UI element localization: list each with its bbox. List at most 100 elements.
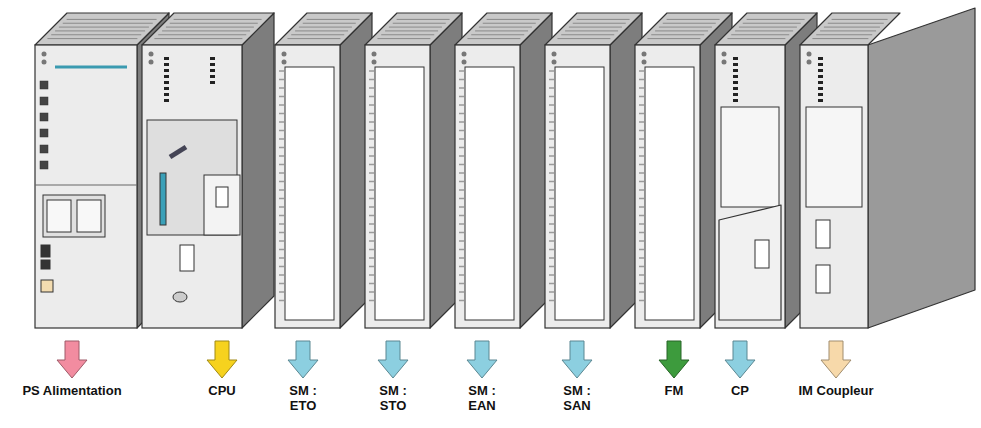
- vent-slot: [655, 30, 708, 31]
- vent-slot: [739, 27, 797, 28]
- channel-mark: [279, 274, 284, 276]
- led: [733, 75, 738, 78]
- led: [818, 75, 823, 78]
- channel-mark: [369, 257, 374, 259]
- channel-mark: [549, 138, 554, 140]
- channel-mark: [639, 70, 644, 72]
- vent-slot: [487, 19, 540, 20]
- channel-mark: [639, 189, 644, 191]
- channel-mark: [549, 70, 554, 72]
- module: [800, 8, 975, 328]
- channel-mark: [639, 249, 644, 251]
- vent-slot: [467, 38, 520, 39]
- battery-cover: [173, 292, 187, 302]
- channel-mark: [459, 206, 464, 208]
- channel-mark: [369, 96, 374, 98]
- module-label: PS Alimentation: [22, 384, 122, 399]
- channel-mark: [549, 104, 554, 106]
- channel-mark: [549, 266, 554, 268]
- channel-mark: [279, 96, 284, 98]
- channel-mark: [369, 215, 374, 217]
- block-arrow: [467, 341, 497, 378]
- vent-slot: [377, 38, 430, 39]
- channel-mark: [549, 189, 554, 191]
- module-front: [365, 45, 430, 328]
- channel-mark: [459, 274, 464, 276]
- module-front: [800, 45, 868, 328]
- vent-slot: [569, 27, 622, 28]
- channel-mark: [279, 87, 284, 89]
- led: [164, 57, 169, 60]
- screw: [642, 60, 647, 65]
- channel-mark: [279, 266, 284, 268]
- channel-mark: [459, 300, 464, 302]
- channel-mark: [279, 164, 284, 166]
- channel-mark: [369, 172, 374, 174]
- vent-slot: [397, 19, 450, 20]
- vent-slot: [561, 34, 614, 35]
- led: [818, 69, 823, 72]
- label-strip: [375, 67, 424, 320]
- channel-mark: [279, 104, 284, 106]
- vent-slot: [287, 38, 340, 39]
- module: [142, 13, 274, 328]
- led: [733, 93, 738, 96]
- channel-mark: [639, 232, 644, 234]
- led-strip: [55, 66, 127, 69]
- channel-mark: [549, 181, 554, 183]
- channel-mark: [459, 130, 464, 132]
- channel-mark: [279, 130, 284, 132]
- channel-mark: [279, 121, 284, 123]
- screw: [552, 60, 557, 65]
- screw: [807, 52, 812, 57]
- channel-mark: [459, 164, 464, 166]
- indicator: [40, 145, 48, 153]
- channel-mark: [279, 138, 284, 140]
- vent-slot: [162, 30, 250, 31]
- block-arrow: [725, 341, 755, 378]
- channel-mark: [369, 223, 374, 225]
- channel-mark: [369, 70, 374, 72]
- channel-mark: [459, 147, 464, 149]
- channel-mark: [369, 206, 374, 208]
- vent-slot: [557, 38, 610, 39]
- channel-mark: [549, 113, 554, 115]
- vent-slot: [154, 38, 242, 39]
- door-flap: [204, 175, 240, 235]
- vent-slot: [291, 34, 344, 35]
- led: [818, 63, 823, 66]
- door-flap: [719, 205, 781, 320]
- channel-mark: [279, 181, 284, 183]
- channel-mark: [459, 198, 464, 200]
- screw: [552, 52, 557, 57]
- led: [164, 93, 169, 96]
- screw: [149, 52, 154, 57]
- port: [816, 265, 830, 293]
- channel-mark: [369, 87, 374, 89]
- vent-slot: [659, 27, 712, 28]
- channel-mark: [459, 266, 464, 268]
- indicator: [40, 161, 48, 169]
- channel-mark: [369, 300, 374, 302]
- module-top: [635, 13, 732, 45]
- block-arrow: [821, 341, 851, 378]
- channel-mark: [549, 240, 554, 242]
- key-switch: [170, 147, 186, 157]
- terminal: [41, 260, 50, 269]
- channel-mark: [639, 104, 644, 106]
- vent-slot: [820, 30, 876, 31]
- channel-mark: [549, 164, 554, 166]
- vent-slot: [475, 30, 528, 31]
- channel-mark: [279, 155, 284, 157]
- module-label: CP: [720, 384, 760, 399]
- channel-mark: [369, 283, 374, 285]
- module-label: SM : SAN: [557, 384, 597, 414]
- screw: [462, 52, 467, 57]
- label-strip: [285, 67, 334, 320]
- channel-mark: [459, 257, 464, 259]
- channel-mark: [279, 215, 284, 217]
- channel-mark: [639, 96, 644, 98]
- vent-slot: [577, 19, 630, 20]
- vent-slot: [483, 23, 536, 24]
- port: [180, 245, 194, 271]
